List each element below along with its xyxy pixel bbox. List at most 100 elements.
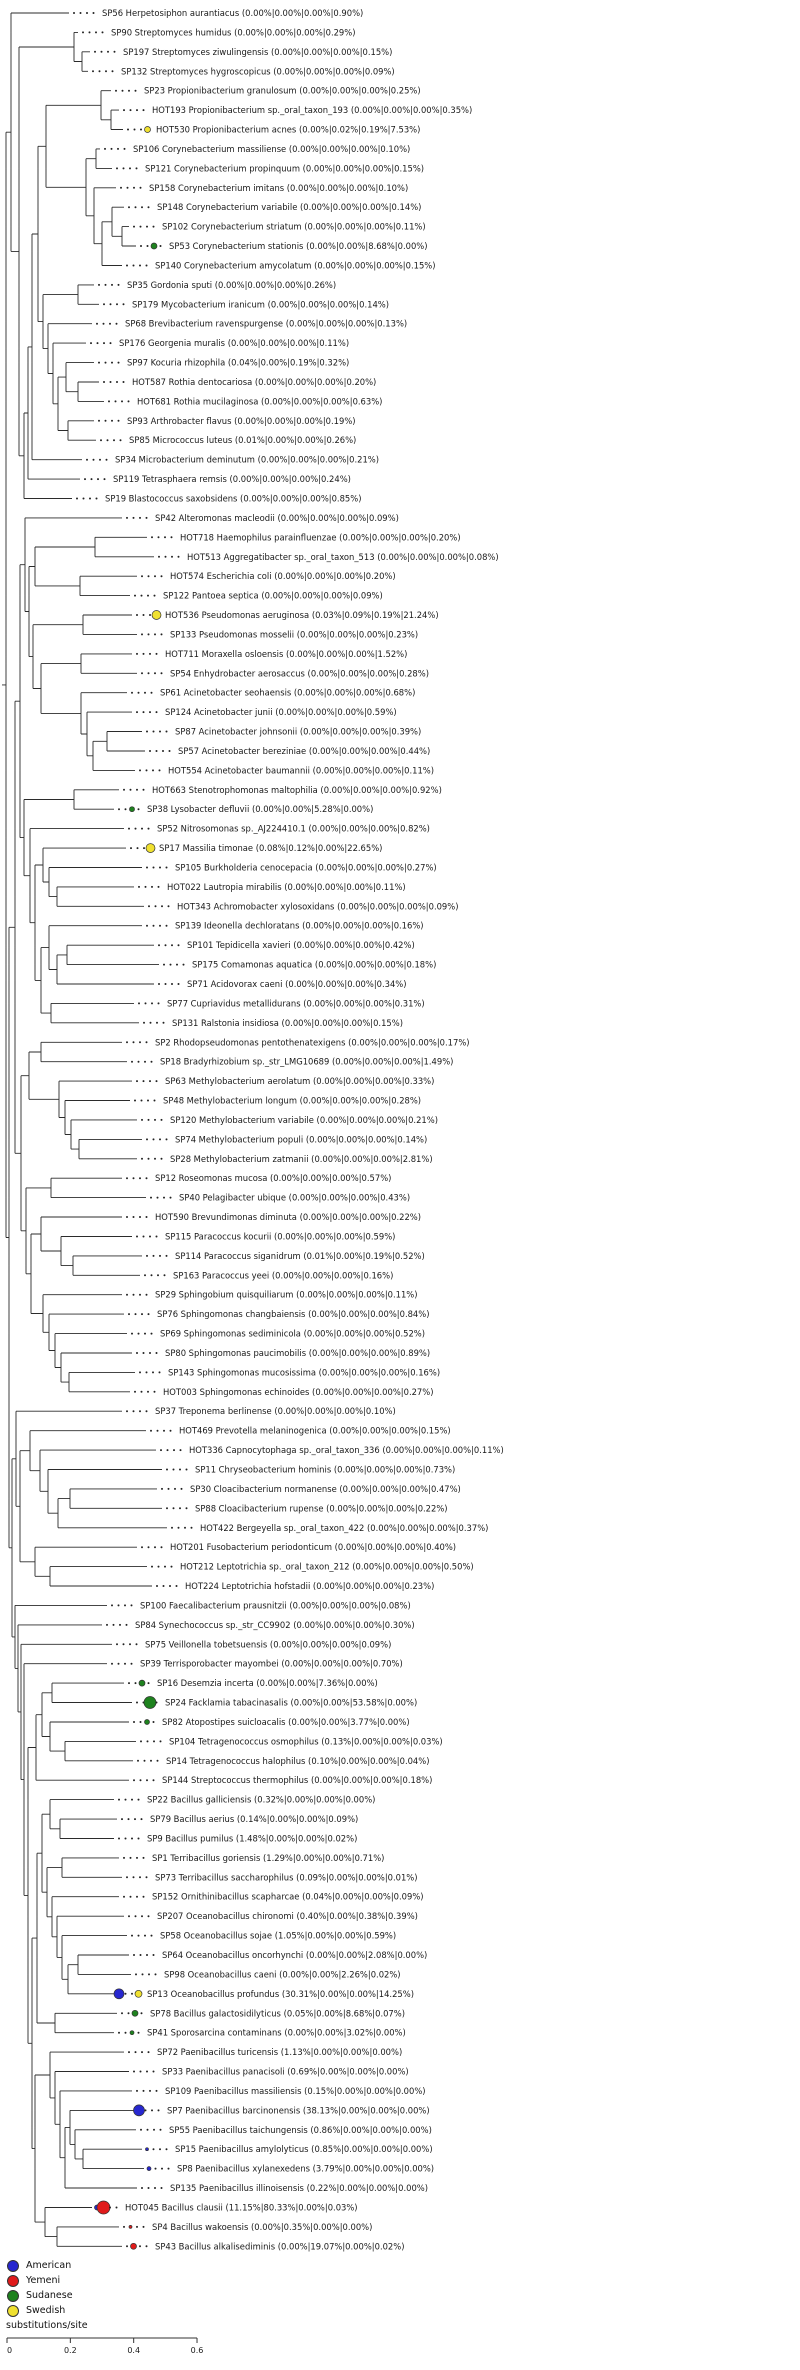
taxon-label: SP48 Methylobacterium longum (0.00%|0.00… xyxy=(163,1096,421,1106)
abundance-marker xyxy=(144,1719,150,1725)
taxon-row: HOT022 Lautropia mirabilis (0.00%|0.00%|… xyxy=(138,882,406,892)
presence-dot-icon xyxy=(143,1021,145,1024)
presence-dot-icon xyxy=(147,1390,149,1393)
presence-dot-icon xyxy=(151,2109,153,2112)
legend-color-dot-icon xyxy=(7,2304,19,2317)
taxon-label: HOT513 Aggregatibacter sp._oral_taxon_51… xyxy=(187,552,499,562)
taxon-row: SP148 Corynebacterium variabile (0.00%|0… xyxy=(128,202,421,212)
presence-dot-icon xyxy=(152,1138,155,1141)
presence-dot-icon xyxy=(79,12,82,14)
taxon-row: SP106 Corynebacterium massiliense (0.00%… xyxy=(104,144,410,154)
presence-dot-icon xyxy=(154,1118,156,1121)
taxon-row: SP28 Methylobacterium zatmanii (0.00%|0.… xyxy=(141,1154,433,1164)
presence-dot-icon xyxy=(124,808,127,811)
taxon-row: SP80 Sphingomonas paucimobilis (0.00%|0.… xyxy=(136,1348,430,1358)
presence-dot-icon xyxy=(92,12,95,14)
taxon-label: SP15 Paenibacillus amylolyticus (0.85%|0… xyxy=(175,2144,433,2154)
presence-dot-icon xyxy=(104,361,107,364)
taxon-label: SP61 Acinetobacter seohaensis (0.00%|0.0… xyxy=(160,688,415,698)
taxon-row: SP64 Oceanobacillus oncorhynchi (0.00%|0… xyxy=(133,1950,427,1960)
presence-dot-icon xyxy=(106,439,109,442)
presence-dot-icon xyxy=(152,1954,155,1956)
presence-dot-icon xyxy=(170,1565,173,1568)
presence-dot-icon xyxy=(136,1080,138,1083)
taxon-row: HOT590 Brevundimonas diminuta (0.00%|0.0… xyxy=(126,1212,421,1222)
presence-dot-icon xyxy=(144,885,147,888)
presence-dot-icon xyxy=(146,1779,148,1782)
legend-color-dot-icon xyxy=(7,2289,19,2302)
presence-dot-icon xyxy=(140,2012,143,2015)
presence-dot-icon xyxy=(141,633,143,636)
presence-dot-icon xyxy=(123,1856,125,1859)
presence-dot-icon xyxy=(136,614,138,616)
presence-dot-icon xyxy=(146,924,148,927)
taxon-label: HOT590 Brevundimonas diminuta (0.00%|0.0… xyxy=(155,1212,421,1222)
presence-dot-icon xyxy=(119,1623,121,1626)
presence-dot-icon xyxy=(76,497,78,500)
presence-dot-icon xyxy=(111,283,113,286)
taxon-label: SP17 Massilia timonae (0.08%|0.12%|0.00%… xyxy=(159,843,382,853)
taxon-label: SP7 Paenibacillus barcinonensis (38.13%|… xyxy=(167,2105,430,2115)
taxon-row: SP73 Terribacillus saccharophilus (0.09%… xyxy=(126,1872,418,1882)
presence-dot-icon xyxy=(149,2089,151,2092)
taxon-row: SP12 Roseomonas mucosa (0.00%|0.00%|0.00… xyxy=(126,1173,391,1183)
presence-dot-icon xyxy=(145,1177,148,1180)
presence-dot-icon xyxy=(115,2206,118,2209)
presence-dot-icon xyxy=(163,1196,165,1199)
taxon-label: HOT711 Moraxella osloensis (0.00%|0.00%|… xyxy=(165,649,407,659)
presence-dot-icon xyxy=(152,866,155,869)
presence-dot-icon xyxy=(174,1487,176,1490)
abundance-marker xyxy=(130,2242,137,2250)
presence-dot-icon xyxy=(126,516,128,519)
presence-dot-icon xyxy=(109,303,112,306)
presence-dot-icon xyxy=(136,1352,138,1354)
presence-dot-icon xyxy=(118,1798,120,1801)
presence-dot-icon xyxy=(142,1352,145,1354)
taxon-row: SP133 Pseudomonas mosselii (0.00%|0.00%|… xyxy=(141,629,418,639)
presence-dot-icon xyxy=(148,905,150,908)
taxon-row: SP53 Corynebacterium stationis (0.00%|0.… xyxy=(140,241,428,251)
abundance-marker xyxy=(129,806,135,813)
taxon-row: HOT201 Fusobacterium periodonticum (0.00… xyxy=(141,1542,456,1552)
presence-dot-icon xyxy=(154,2187,156,2189)
presence-dot-icon xyxy=(163,1274,166,1277)
presence-dot-icon xyxy=(139,1779,142,1782)
presence-dot-icon xyxy=(171,944,173,947)
presence-dot-icon xyxy=(152,1254,155,1257)
presence-dot-icon xyxy=(139,264,141,267)
presence-dot-icon xyxy=(150,691,153,694)
presence-dot-icon xyxy=(122,167,125,170)
presence-dot-icon xyxy=(141,206,143,209)
presence-dot-icon xyxy=(146,1740,149,1743)
presence-dot-icon xyxy=(154,1157,156,1160)
taxon-label: SP63 Methylobacterium aerolatum (0.00%|0… xyxy=(165,1076,434,1086)
presence-dot-icon xyxy=(136,788,138,791)
presence-dot-icon xyxy=(146,1954,148,1956)
presence-dot-icon xyxy=(154,905,157,908)
presence-dot-icon xyxy=(154,672,156,675)
presence-dot-icon xyxy=(150,1429,152,1432)
presence-dot-icon xyxy=(153,594,156,597)
taxon-label: SP52 Nitrosomonas sp._AJ224410.1 (0.00%|… xyxy=(157,824,430,834)
presence-dot-icon xyxy=(135,167,138,170)
presence-dot-icon xyxy=(140,2128,142,2131)
taxon-row: SP121 Corynebacterium propinquum (0.00%|… xyxy=(116,163,424,173)
presence-dot-icon xyxy=(190,1526,193,1529)
presence-dot-icon xyxy=(145,1041,148,1044)
presence-dot-icon xyxy=(138,1002,140,1005)
taxon-label: HOT663 Stenotrophomonas maltophilia (0.0… xyxy=(152,785,442,795)
presence-dot-icon xyxy=(162,750,164,752)
abundance-marker xyxy=(113,1988,125,2000)
presence-dot-icon xyxy=(152,1721,155,1723)
legend-item: American xyxy=(7,2258,73,2273)
presence-dot-icon xyxy=(131,1060,133,1063)
presence-dot-icon xyxy=(98,70,101,73)
presence-dot-icon xyxy=(139,1293,141,1296)
presence-dot-icon xyxy=(133,225,135,228)
taxon-row: SP18 Bradyrhizobium sp._str_LMG10689 (0.… xyxy=(131,1057,453,1067)
presence-dot-icon xyxy=(140,1818,143,1821)
presence-dot-icon xyxy=(154,2167,157,2170)
taxon-row: SP82 Atopostipes suicloacalis (0.00%|0.0… xyxy=(133,1717,410,1727)
taxon-label: SP23 Propionibacterium granulosum (0.00%… xyxy=(144,86,421,96)
